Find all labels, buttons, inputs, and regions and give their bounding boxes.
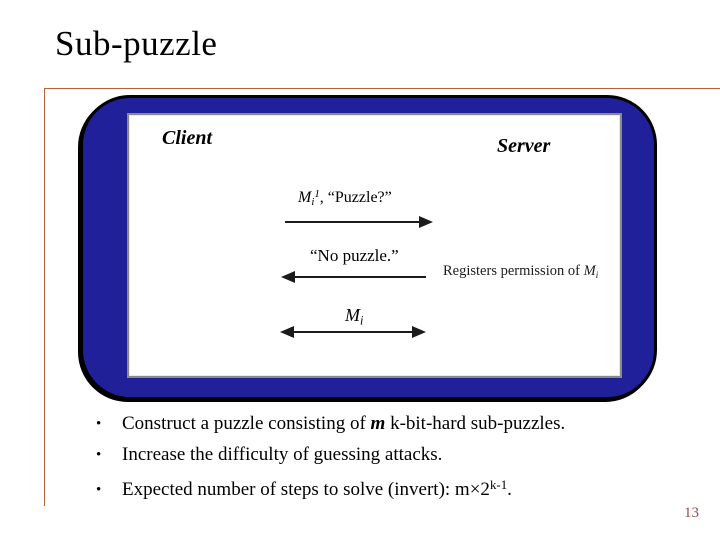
register-note-var: M [583, 263, 596, 279]
client-label: Client [162, 127, 213, 149]
bullet3-pre: Expected number of steps to solve (inver… [122, 478, 490, 500]
page-title: Sub-puzzle [55, 24, 218, 63]
bullet3-post: . [507, 478, 512, 500]
bullet-icon: • [96, 481, 102, 498]
puzzle-request-label: Mi1, “Puzzle?” [298, 188, 392, 208]
register-note-subscript: i [595, 269, 599, 281]
bullet3-superscript: k-1 [489, 477, 508, 492]
bullet-icon: • [96, 446, 102, 463]
msg1-var: M [298, 188, 312, 206]
bullet1-emph: m [370, 413, 386, 434]
bullet-icon: • [96, 416, 102, 432]
no-puzzle-arrow-line [295, 276, 426, 278]
bullet2-text: Increase the difficulty of guessing atta… [122, 443, 443, 465]
register-note-text: Registers permission of [443, 263, 584, 279]
exchange-left-arrowhead-icon [280, 326, 294, 338]
puzzle-request-arrow-line [285, 221, 419, 223]
msg1-text: , “Puzzle?” [319, 188, 392, 206]
exchange-right-arrowhead-icon [412, 326, 426, 338]
message-exchange-label: Mi [345, 305, 363, 329]
exchange-arrow-line [294, 331, 412, 333]
bullet1-pre: Construct a puzzle consisting of [122, 413, 371, 434]
puzzle-request-arrowhead-icon [419, 216, 433, 228]
server-label: Server [497, 135, 551, 157]
msg1-subscript: i [311, 196, 315, 209]
bullet-list: • Construct a puzzle consisting of m k-bi… [96, 409, 696, 505]
page-number: 13 [684, 505, 699, 521]
bullet-item-2: • Increase the difficulty of guessing att… [96, 440, 696, 471]
msg3-var: M [345, 305, 360, 325]
msg3-subscript: i [360, 313, 364, 328]
msg1-superscript: 1 [314, 188, 320, 200]
no-puzzle-label: “No puzzle.” [310, 246, 399, 265]
bullet1-post: k-bit-hard sub-puzzles. [385, 413, 566, 434]
register-note: Registers permission of Mi [443, 263, 598, 281]
bullet-item-1: • Construct a puzzle consisting of m k-bi… [96, 409, 696, 440]
no-puzzle-arrowhead-icon [281, 271, 295, 283]
bullet-item-3: • Expected number of steps to solve (inve… [96, 470, 696, 505]
protocol-inner-box [127, 113, 622, 378]
content-frame [44, 88, 720, 506]
